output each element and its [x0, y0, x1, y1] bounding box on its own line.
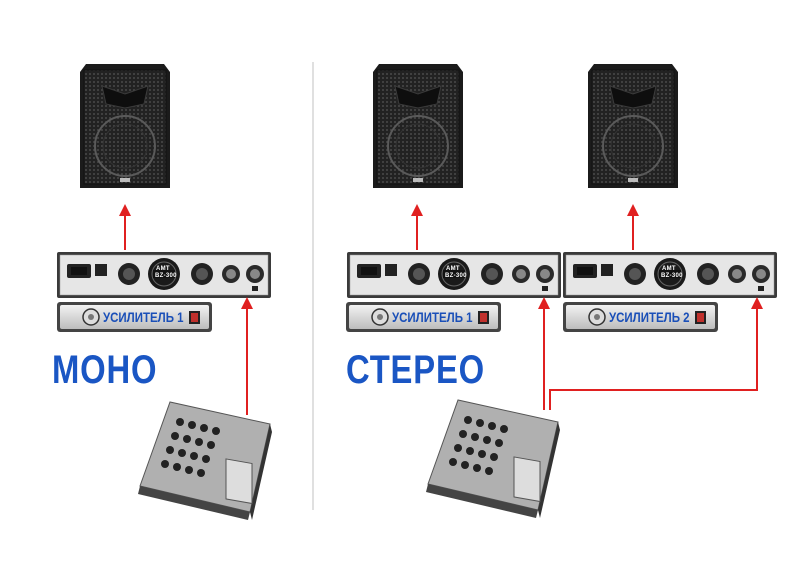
- mixer-mono: [137, 401, 273, 521]
- speaker-stereo-left: [372, 63, 464, 189]
- cable-mixer-to-amp2: [549, 297, 763, 410]
- amp-model-stereo-1: BZ-300: [445, 273, 467, 279]
- stereo-label: СТЕРЕО: [346, 348, 485, 392]
- amp-brand-stereo-1: AMT: [446, 266, 460, 272]
- amp-brand-stereo-2: AMT: [662, 266, 676, 272]
- mono-label: МОНО: [52, 348, 158, 392]
- amplifier-stereo-2-label: УСИЛИТЕЛЬ 2: [609, 309, 690, 325]
- amplifier-mono-label: УСИЛИТЕЛЬ 1: [103, 309, 184, 325]
- speaker-stereo-right: [587, 63, 679, 189]
- amp-brand-mono: AMT: [156, 266, 170, 272]
- amp-model-stereo-2: BZ-300: [661, 273, 683, 279]
- amplifier-stereo-1-label: УСИЛИТЕЛЬ 1: [392, 309, 473, 325]
- speaker-mono: [79, 63, 171, 189]
- mixer-stereo: [425, 399, 561, 519]
- amp-model-mono: BZ-300: [155, 273, 177, 279]
